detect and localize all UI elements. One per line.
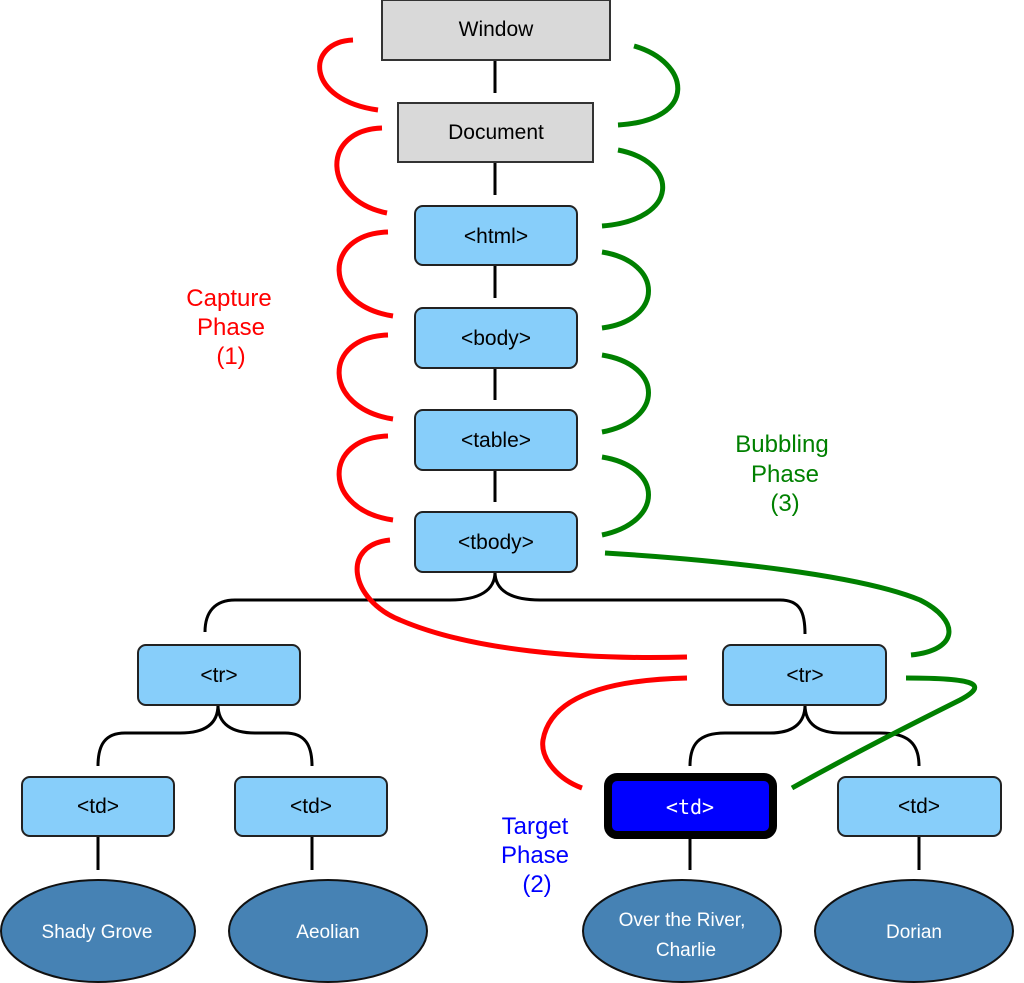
node-tbody-label: <tbody>	[458, 531, 534, 554]
node-td-target-label: <td>	[666, 795, 714, 819]
edge-trleft-td1	[96, 704, 220, 767]
node-td-2-label: <td>	[290, 795, 332, 818]
capture-arc-body-table	[336, 332, 394, 422]
node-document-label: Document	[448, 121, 544, 144]
node-tr-left[interactable]: <tr>	[137, 644, 301, 706]
target-phase-line2: Phase	[501, 842, 569, 869]
edge-trleft-td2	[216, 704, 314, 767]
leaf-dorian[interactable]: Dorian	[814, 879, 1014, 983]
target-phase-label: Target Phase (2)	[501, 813, 569, 898]
capture-arc-table-tbody	[336, 433, 394, 523]
leaf-over-the-river-label-line1: Over the River,	[619, 910, 746, 931]
leaf-shady-grove[interactable]: Shady Grove	[0, 879, 196, 983]
node-body[interactable]: <body>	[414, 307, 578, 369]
node-table[interactable]: <table>	[414, 409, 578, 471]
node-window[interactable]: Window	[381, 0, 611, 61]
node-td-1[interactable]: <td>	[21, 776, 175, 837]
target-phase-line1: Target	[502, 813, 569, 840]
node-tr-left-label: <tr>	[200, 664, 237, 687]
bubbling-arc-tbody-table	[601, 454, 651, 538]
edge-trright-td3	[688, 704, 807, 767]
node-td-4[interactable]: <td>	[837, 776, 1002, 837]
bubbling-arc-table-body	[601, 352, 651, 435]
leaf-aeolian[interactable]: Aeolian	[228, 879, 428, 983]
node-td-4-label: <td>	[898, 795, 940, 818]
target-phase-line3: (2)	[522, 871, 551, 898]
capture-arc-tbody-tr	[354, 537, 688, 661]
node-tr-right-label: <tr>	[786, 664, 823, 687]
edge-trright-td4	[803, 704, 921, 767]
capture-arc-window-document	[317, 37, 379, 113]
bubbling-arcs	[601, 43, 977, 791]
node-tr-right[interactable]: <tr>	[722, 644, 887, 706]
node-td-target[interactable]: <td>	[604, 773, 777, 839]
capture-arcs	[317, 37, 688, 791]
bubbling-arc-tr-tbody	[604, 550, 952, 658]
leaf-over-the-river[interactable]: Over the River, Charlie	[582, 879, 782, 983]
node-td-2[interactable]: <td>	[234, 776, 388, 837]
bubbling-phase-label: Bubbling Phase (3)	[735, 431, 828, 517]
bubbling-phase-line3: (3)	[770, 490, 799, 517]
bubbling-arc-html-document	[601, 147, 666, 229]
bubbling-arc-document-window	[617, 43, 681, 128]
capture-arc-tr-target	[540, 675, 688, 791]
leaf-dorian-label: Dorian	[886, 922, 942, 943]
capture-arc-html-body	[336, 229, 394, 319]
capture-phase-label: Capture Phase (1)	[186, 285, 271, 370]
leaf-aeolian-label: Aeolian	[296, 922, 359, 943]
node-table-label: <table>	[461, 429, 531, 452]
node-html[interactable]: <html>	[414, 205, 578, 266]
node-window-label: Window	[459, 18, 535, 41]
edge-tbody-tr-right	[493, 571, 807, 635]
bubbling-phase-line1: Bubbling	[735, 431, 828, 458]
capture-arc-document-html	[334, 125, 388, 216]
node-document[interactable]: Document	[397, 102, 594, 163]
bubbling-phase-line2: Phase	[751, 461, 819, 488]
node-td-1-label: <td>	[77, 795, 119, 818]
tree-edges	[96, 60, 921, 870]
leaf-shady-grove-label: Shady Grove	[42, 922, 153, 943]
capture-phase-line3: (1)	[216, 343, 245, 370]
bubbling-arc-target-tr	[790, 675, 977, 791]
leaf-over-the-river-label-line2: Charlie	[656, 940, 716, 961]
capture-phase-line2: Phase	[197, 314, 265, 341]
node-tbody[interactable]: <tbody>	[414, 511, 578, 573]
capture-phase-line1: Capture	[186, 285, 271, 312]
node-html-label: <html>	[464, 225, 528, 248]
node-body-label: <body>	[461, 327, 531, 350]
edge-tbody-tr-left	[203, 571, 497, 633]
bubbling-arc-body-html	[601, 249, 651, 331]
